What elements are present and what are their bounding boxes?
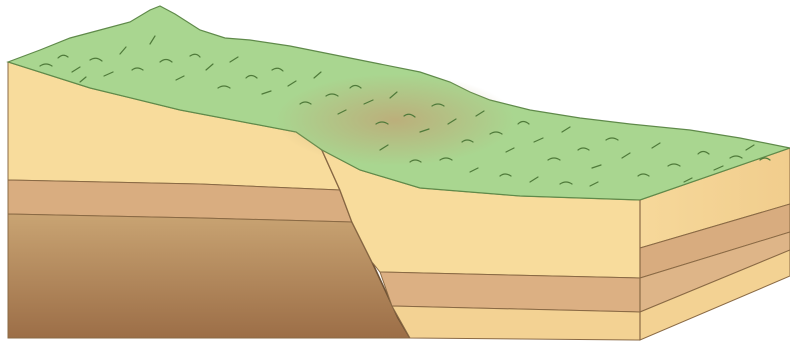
downthrown-clay-band bbox=[380, 272, 640, 312]
eroded-scarp-zone bbox=[275, 74, 515, 166]
downthrown-base-layer bbox=[392, 306, 640, 340]
upthrown-deep-rock bbox=[8, 214, 410, 338]
